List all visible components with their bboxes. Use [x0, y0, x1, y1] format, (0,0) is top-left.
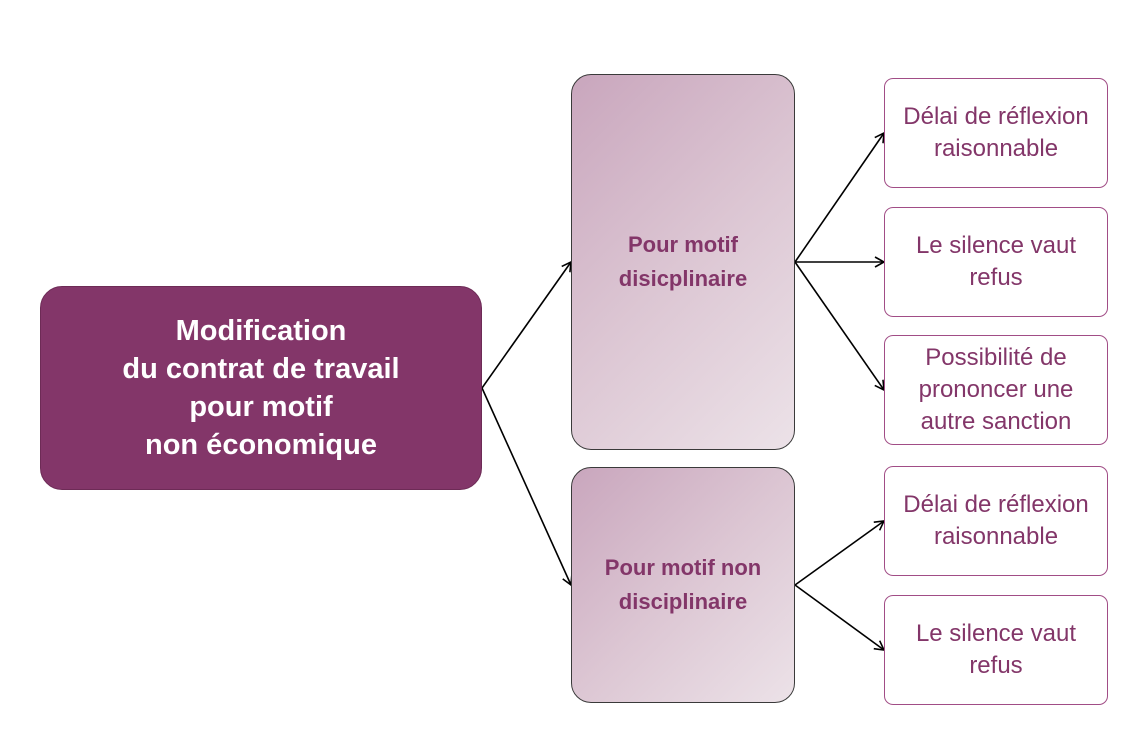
leaf-node: Délai de réflexion raisonnable [884, 466, 1108, 576]
arrow-branch-2-to-leaf-5 [794, 584, 886, 651]
branch-node-label: Pour motif disicplinaire [618, 232, 748, 291]
arrow-branch-1-to-leaf-3 [794, 261, 885, 392]
leaf-node-label: Délai de réflexion raisonnable [903, 103, 1089, 162]
leaf-node-label: Possibilité de prononcer une autre sanct… [918, 344, 1074, 435]
leaf-node: Délai de réflexion raisonnable [884, 78, 1108, 188]
arrow-branch-2-to-leaf-4 [794, 520, 886, 586]
arrow-root-to-branch-2 [481, 387, 573, 587]
leaf-node-label: Le silence vaut refus [915, 620, 1077, 679]
root-node: Modification du contrat de travail pour … [40, 286, 482, 490]
root-node-label: Modification du contrat de travail pour … [122, 315, 400, 461]
leaf-node: Le silence vaut refus [884, 595, 1108, 705]
leaf-node-label: Le silence vaut refus [915, 232, 1077, 291]
leaf-node: Le silence vaut refus [884, 207, 1108, 317]
arrow-root-to-branch-1 [481, 260, 572, 389]
leaf-node-label: Délai de réflexion raisonnable [903, 491, 1089, 550]
arrow-branch-1-to-leaf-1 [794, 131, 885, 263]
leaf-node: Possibilité de prononcer une autre sanct… [884, 335, 1108, 445]
branch-node-label: Pour motif non disciplinaire [604, 555, 762, 614]
branch-node-disciplinary: Pour motif disicplinaire [571, 74, 795, 450]
branch-node-non-disciplinary: Pour motif non disciplinaire [571, 467, 795, 703]
